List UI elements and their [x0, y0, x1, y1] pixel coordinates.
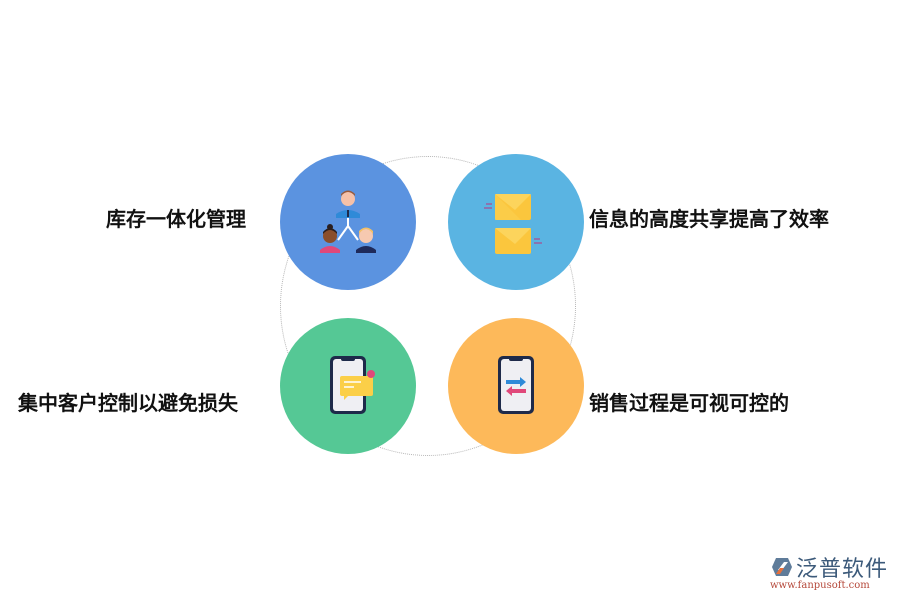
node-customer-control — [280, 318, 416, 454]
label-info-sharing: 信息的高度共享提高了效率 — [589, 207, 829, 231]
label-sales-process: 销售过程是可视可控的 — [589, 391, 789, 415]
label-customer-control: 集中客户控制以避免损失 — [18, 391, 238, 415]
node-sales-process — [448, 318, 584, 454]
envelopes-icon — [484, 194, 542, 254]
team-hierarchy-icon — [320, 190, 376, 253]
phone-transfer-icon — [498, 356, 534, 414]
dotted-ring — [280, 156, 576, 456]
node-info-sharing — [448, 154, 584, 290]
label-inventory: 库存一体化管理 — [106, 207, 246, 231]
node-inventory — [280, 154, 416, 290]
brand-logo: 泛普软件 www.fanpusoft.com — [766, 550, 896, 594]
logo-mark-icon — [772, 558, 792, 576]
phone-notification-icon — [330, 356, 375, 414]
logo-name: 泛普软件 — [796, 557, 889, 582]
logo-url: www.fanpusoft.com — [770, 580, 870, 591]
